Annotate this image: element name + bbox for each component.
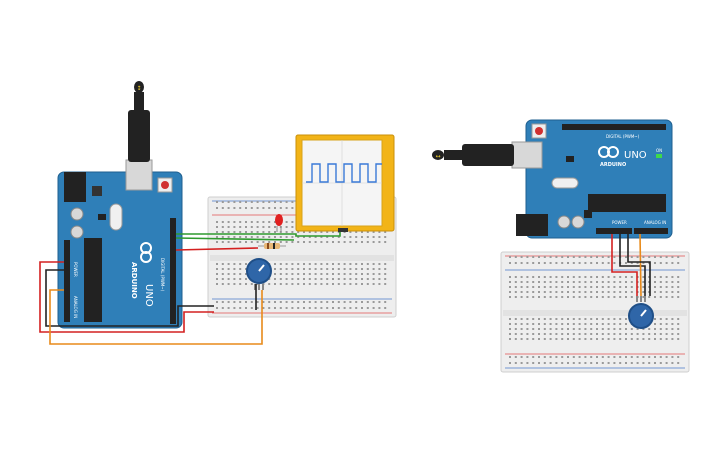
left-wires (39, 232, 341, 345)
dc-jack (64, 172, 86, 202)
right-breadboard[interactable] (500, 251, 690, 373)
power-header-label: POWER (73, 262, 78, 277)
on-label: ON (656, 148, 662, 153)
svg-text:↕: ↕ (136, 85, 141, 92)
breadboard-holes (509, 256, 680, 364)
oscilloscope-icon[interactable] (295, 134, 395, 232)
analog-header-label: ANALOG IN (644, 220, 666, 225)
potentiometer-icon[interactable] (628, 296, 654, 329)
reset-button[interactable] (161, 181, 169, 189)
dc-jack (516, 214, 548, 236)
right-arduino-board[interactable]: DIGITAL (PWM~) ↔ ARDUINO UNO (432, 119, 673, 239)
microcontroller-chip (588, 194, 666, 212)
power-header-label: POWER (612, 220, 627, 225)
on-led (656, 154, 662, 158)
digital-header (562, 124, 666, 130)
resistor-icon[interactable] (258, 243, 286, 249)
usb-cable-icon[interactable]: ↕ (125, 81, 153, 191)
analog-header-label: ANALOG IN (73, 296, 78, 318)
analog-header (634, 228, 668, 234)
digital-header-label: DIGITAL (PWM~) (160, 258, 165, 292)
arduino-model: UNO (624, 150, 647, 161)
reset-button[interactable] (535, 127, 543, 135)
right-wires (611, 233, 651, 297)
led-icon[interactable] (275, 214, 283, 232)
arduino-brand: ARDUINO (600, 162, 626, 168)
left-circuit: ↕ ARDUINO UNO DIGITAL (PWM~) POWER (39, 81, 397, 345)
potentiometer-icon[interactable] (246, 258, 272, 290)
microcontroller-chip (84, 238, 102, 322)
power-header (596, 228, 632, 234)
svg-text:↔: ↔ (435, 153, 440, 160)
digital-header-label: DIGITAL (PWM~) (606, 134, 640, 139)
arduino-brand: ARDUINO (130, 262, 138, 299)
right-circuit: DIGITAL (PWM~) ↔ ARDUINO UNO (432, 119, 690, 373)
oscilloscope-trace (306, 163, 382, 183)
left-arduino-board[interactable]: ↕ ARDUINO UNO DIGITAL (PWM~) POWER (57, 81, 183, 329)
arduino-model: UNO (143, 284, 154, 307)
usb-cable-icon[interactable]: ↔ (432, 141, 543, 169)
